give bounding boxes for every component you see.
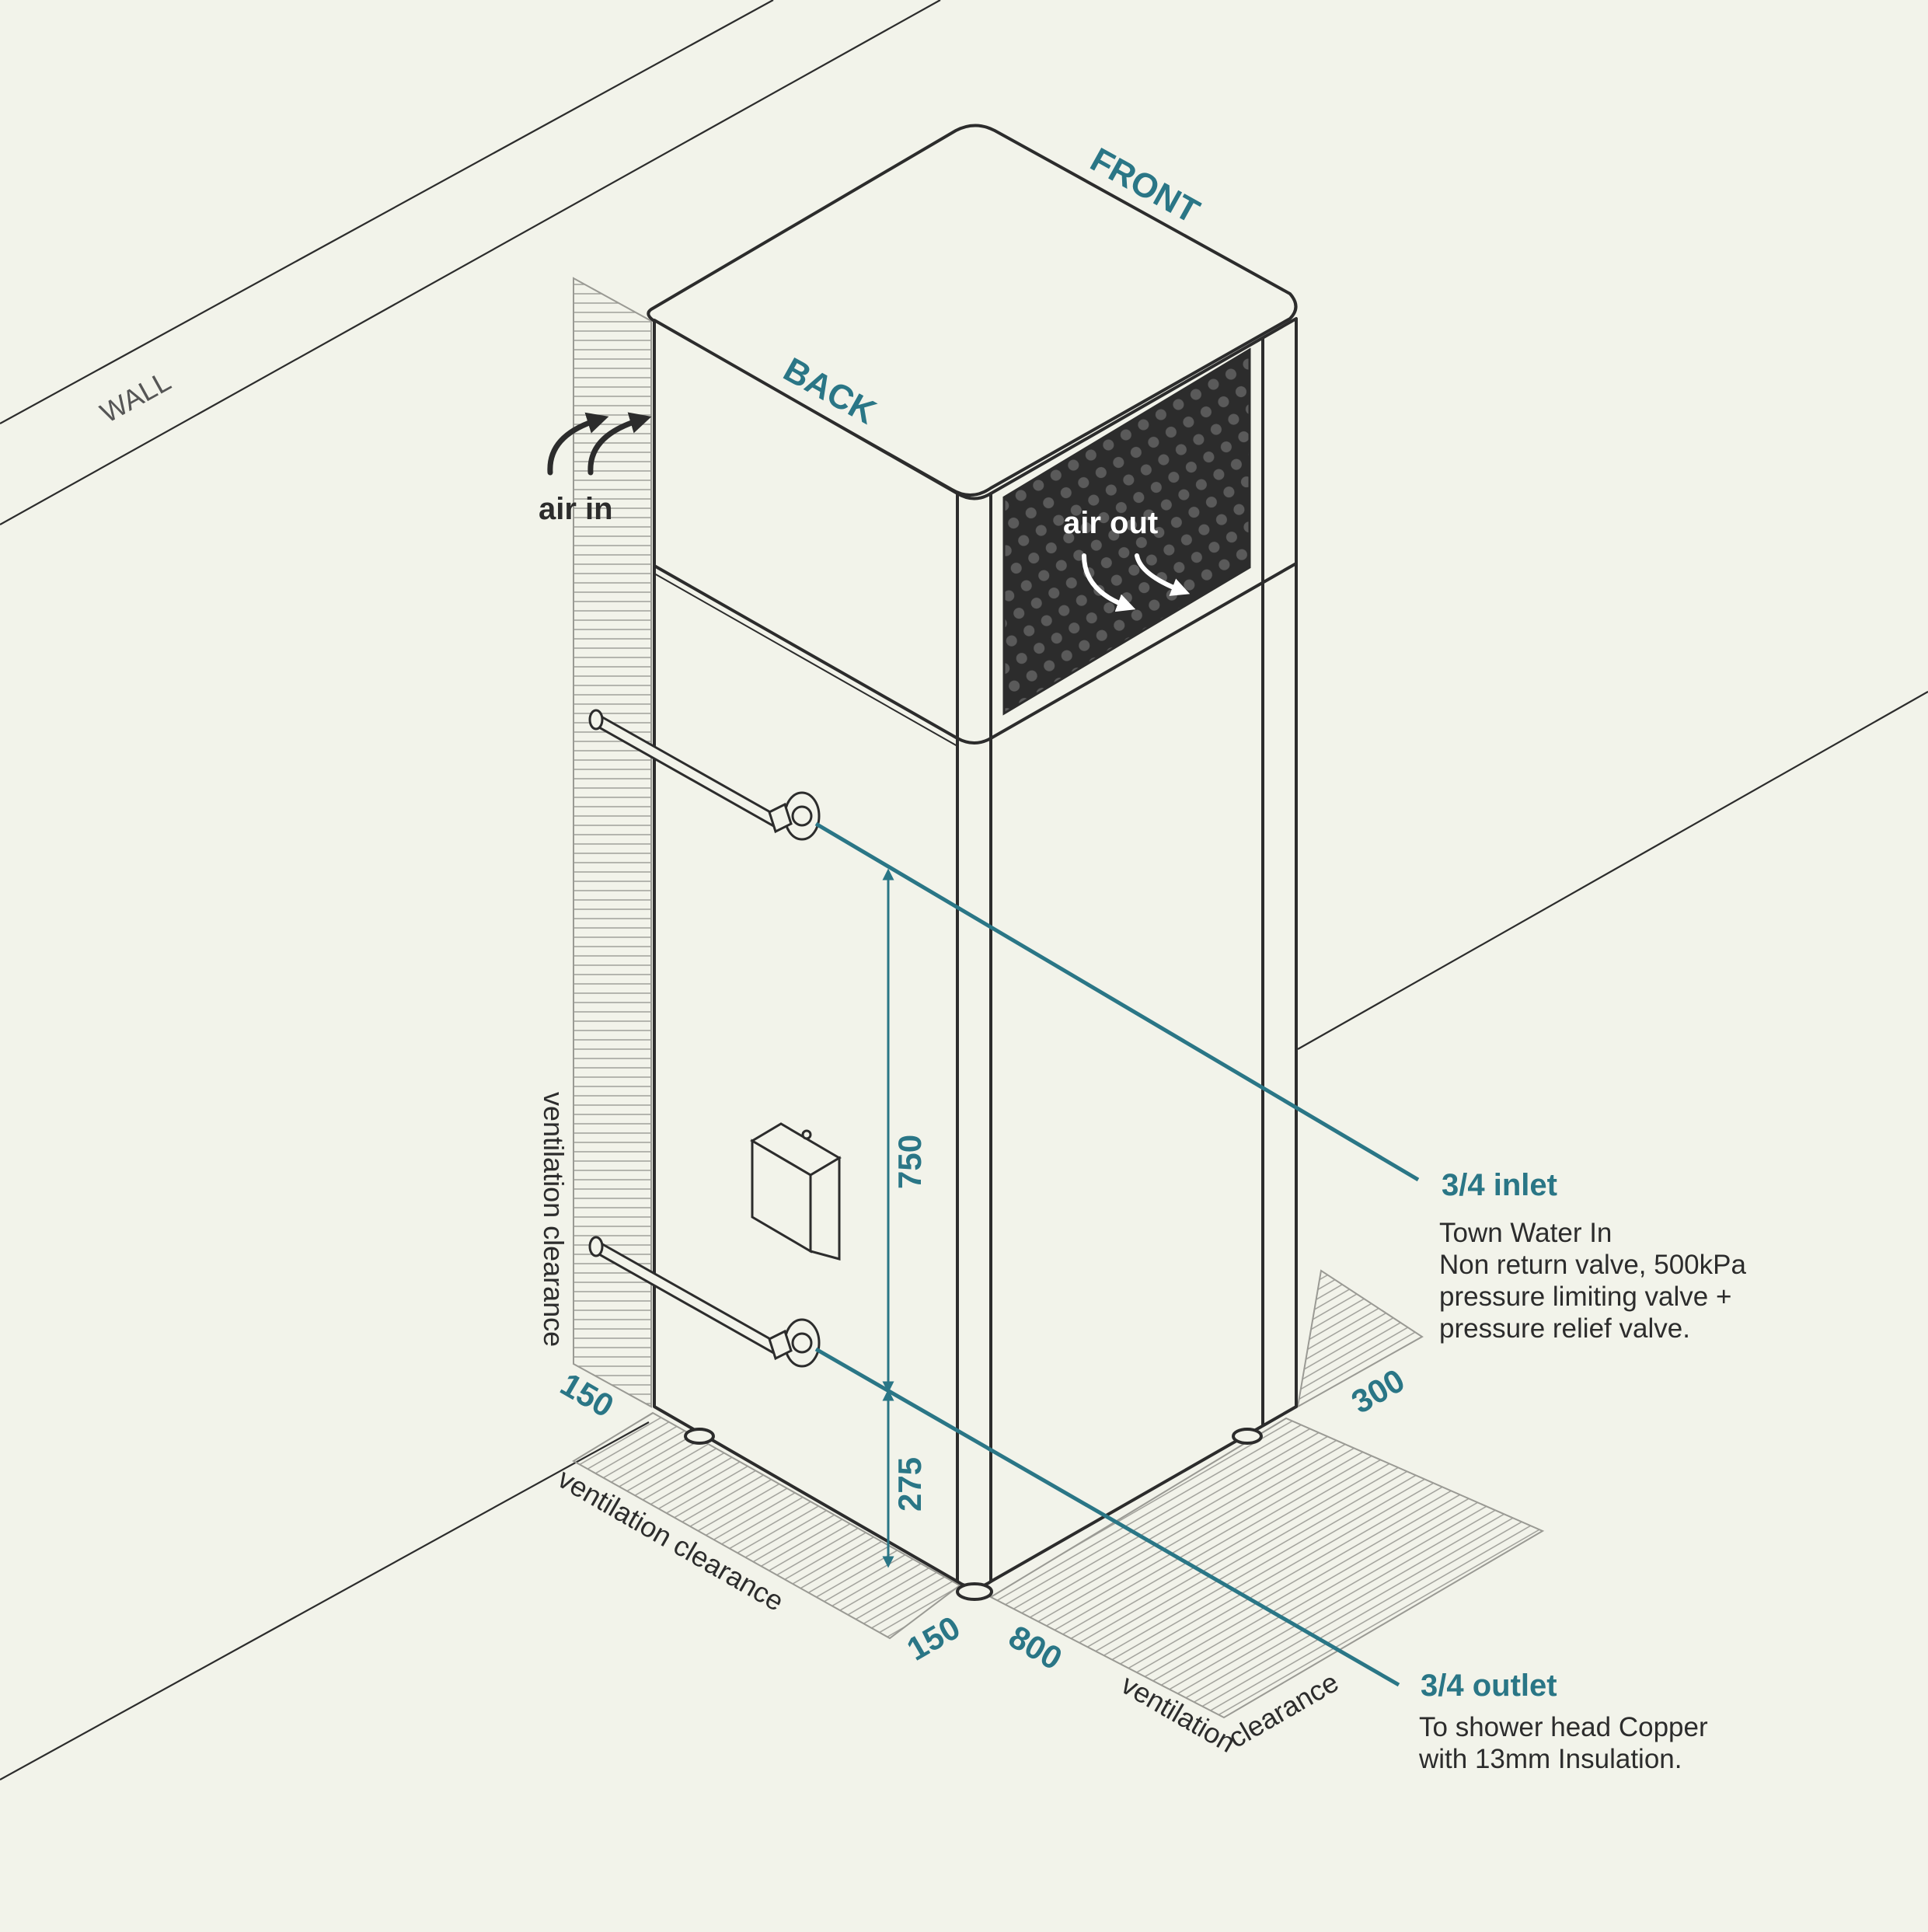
inlet-line-3: pressure limiting valve +	[1439, 1282, 1731, 1312]
wall-label: WALL	[95, 364, 176, 429]
wall-lines	[0, 0, 1928, 1780]
inlet-title: 3/4 inlet	[1442, 1168, 1557, 1202]
pipes	[588, 709, 821, 1368]
dim-275-label: 275	[891, 1457, 928, 1512]
floor-clearance-side	[1296, 1269, 1424, 1408]
air-in-arrow-2	[587, 412, 652, 476]
dim-750-label: 750	[891, 1135, 928, 1189]
unit-corner-post	[956, 492, 992, 1589]
floor-clearance-front	[988, 1417, 1545, 1719]
inlet-line-1: Town Water In	[1439, 1218, 1612, 1248]
unit-top	[647, 124, 1298, 497]
clearance-zones	[572, 277, 1545, 1719]
outlet-title: 3/4 outlet	[1421, 1669, 1557, 1703]
unit-back-face	[653, 319, 959, 1583]
inlet-leader	[814, 821, 1420, 1182]
inlet-line-2: Non return valve, 500kPa	[1439, 1250, 1746, 1280]
air-in-arrows	[547, 412, 652, 476]
left-clearance-zone	[573, 277, 652, 1408]
inlet-line-4: pressure relief valve.	[1439, 1313, 1690, 1344]
air-out-arrow-1	[1082, 553, 1136, 612]
inlet-callout: 3/4 inlet Town Water In Non return valve…	[1439, 1168, 1746, 1344]
outlet-line-2: with 13mm Insulation.	[1418, 1744, 1682, 1774]
control-box	[750, 1122, 842, 1261]
callout-leaders	[814, 821, 1420, 1687]
outlet-callout: 3/4 outlet To shower head Copper with 13…	[1418, 1669, 1708, 1774]
air-out-grille	[1002, 347, 1251, 716]
outlet-leader	[814, 1347, 1400, 1687]
air-out-label: air out	[1063, 506, 1158, 540]
heat-pump-unit	[647, 124, 1298, 1601]
air-out-arrow-2	[1135, 553, 1191, 596]
air-out-arrows	[1082, 553, 1191, 612]
vent-left-label: ventilation clearance	[538, 1092, 570, 1347]
outlet-line-1: To shower head Copper	[1419, 1712, 1708, 1742]
air-in-label: air in	[539, 492, 613, 526]
air-in-arrow-1	[547, 412, 609, 476]
floor-clearance-left	[572, 1411, 961, 1640]
